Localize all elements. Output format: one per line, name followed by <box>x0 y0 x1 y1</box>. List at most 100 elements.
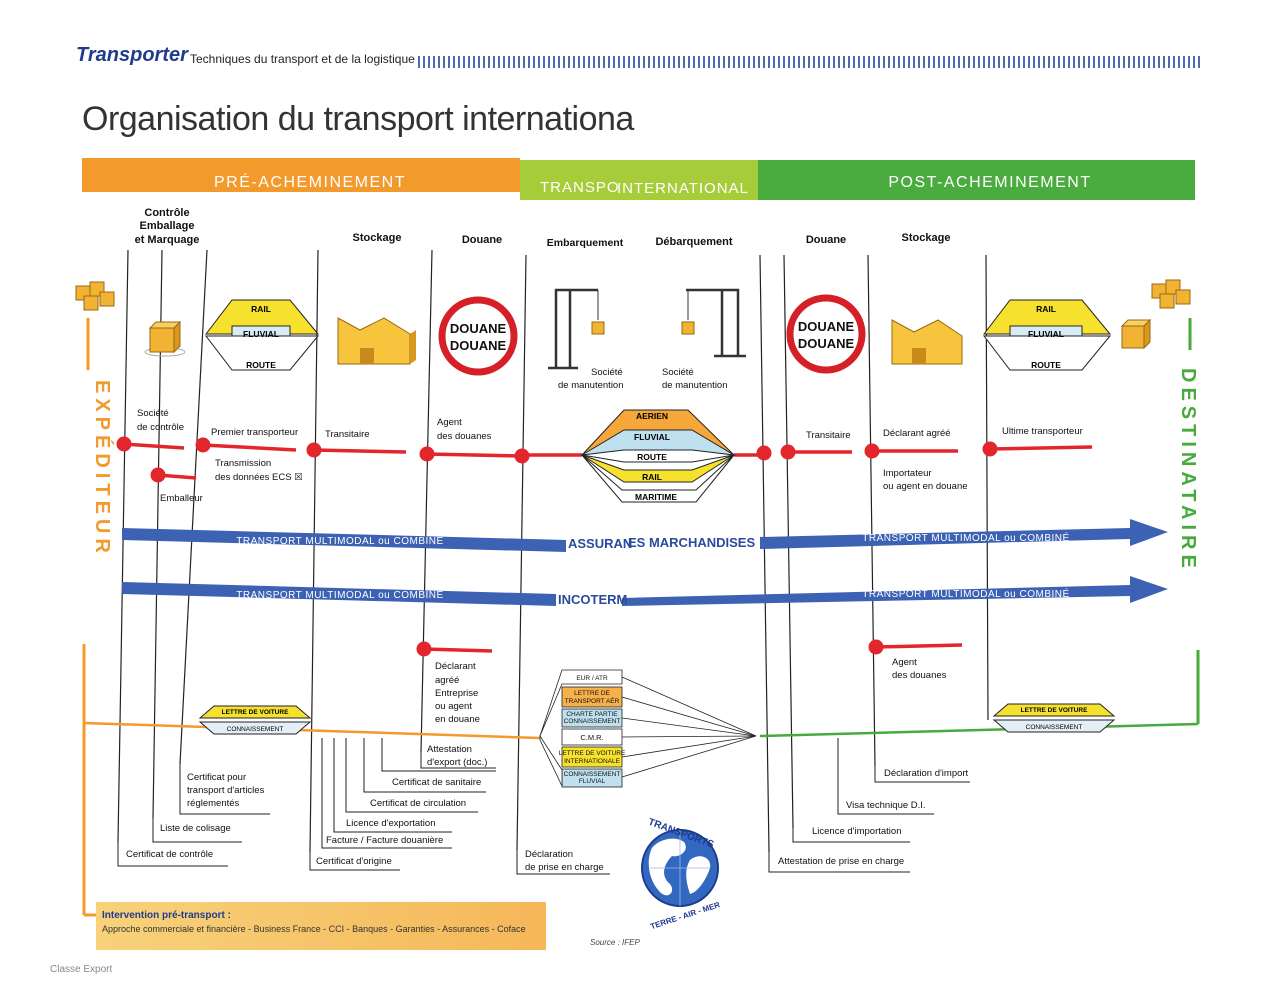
label-societe-controle-1: Société <box>137 408 169 419</box>
label-importateur-2: ou agent en douane <box>883 481 968 492</box>
label-emballeur: Emballeur <box>160 493 203 504</box>
post-acheminement-band <box>758 160 1195 200</box>
page-title: Organisation du transport internationa <box>82 100 634 138</box>
col-debarquement: Débarquement <box>655 236 732 248</box>
label-declarant-export-2: agréé <box>435 675 459 686</box>
col-douane-1: Douane <box>462 234 502 246</box>
column-headings: Contrôle Emballage et Marquage Stockage … <box>135 207 951 249</box>
doc-declaration-import: Déclaration d'import <box>884 768 969 779</box>
handling-labels: Société de manutention Société de manute… <box>558 367 728 391</box>
col-controle-line3: et Marquage <box>135 234 200 246</box>
post-acheminement-label: POST-ACHEMINEMENT <box>888 174 1091 191</box>
dot-premier-transporteur <box>195 437 211 453</box>
handling-right-line2: de manutention <box>662 380 728 391</box>
doc-attestation-export-1: Attestation <box>427 744 472 755</box>
header-decoration <box>418 56 1202 68</box>
incoterms-label: INCOTERM <box>558 592 627 607</box>
documents-pre-labels: Attestation d'export (doc.) Certificat d… <box>126 744 604 873</box>
doc-certificat-articles-1: Certificat pour <box>187 772 246 783</box>
doc-charte-2: CONNAISSEMENT <box>564 718 621 725</box>
pre-acheminement-band <box>82 158 520 192</box>
label-ultime-transporteur: Ultime transporteur <box>1002 426 1083 437</box>
assurances-band: TRANSPORT MULTIMODAL ou COMBINÉ TRANSPOR… <box>122 519 1168 552</box>
douane-sign-right-line1: DOUANE <box>798 319 855 334</box>
label-transmission-1: Transmission <box>215 458 271 469</box>
doc-banner-right: LETTRE DE VOITURE CONNAISSEMENT <box>992 703 1116 733</box>
multimodal-label-4: TRANSPORT MULTIMODAL ou COMBINÉ <box>862 587 1069 600</box>
header-subtitle: Techniques du transport et de la logisti… <box>190 52 415 66</box>
package-icon-right <box>1120 318 1152 350</box>
assurances-label-left: ASSURAN <box>568 536 632 551</box>
national-modes-right: RAIL FLUVIAL ROUTE <box>982 299 1112 371</box>
crane-icon-left <box>548 288 605 370</box>
source-note: Source : IFEP <box>590 938 640 947</box>
doc-cmr: C.M.R. <box>580 733 603 742</box>
col-controle-line2: Emballage <box>139 220 194 232</box>
label-declarant-export-1: Déclarant <box>435 661 476 672</box>
douane-sign-right-line2: DOUANE <box>798 336 855 351</box>
actor-labels: Société de contrôle Emballeur Premier tr… <box>137 408 1083 725</box>
intervention-text: Approche commerciale et financière - Bus… <box>102 924 526 934</box>
dot-transitaire-2 <box>780 444 796 460</box>
doc-charte-1: CHARTE PARTIE <box>566 711 618 718</box>
transport-international-label-right: INTERNATIONAL <box>617 180 749 197</box>
dot-declarant-agree <box>864 443 880 459</box>
doc-certificat-circulation: Certificat de circulation <box>370 798 466 809</box>
dot-agent-douanes-2 <box>868 639 884 655</box>
label-transmission-2: des données ECS ☒ <box>215 472 303 483</box>
intl-mode-maritime: MARITIME <box>635 492 677 502</box>
assurances-label-right: ES MARCHANDISES <box>628 535 755 550</box>
warehouse-icon-right <box>891 319 963 365</box>
brand-logo: Transporter <box>76 44 188 66</box>
label-premier-transporteur: Premier transporteur <box>211 427 298 438</box>
col-douane-2: Douane <box>806 234 846 246</box>
label-declarant-export-5: en douane <box>435 714 480 725</box>
dot-declarant-export <box>416 641 432 657</box>
side-frames: EXPÉDITEUR DESTINATAIRE <box>82 318 1200 917</box>
transport-international-label-left: TRANSPO <box>540 179 620 196</box>
expediteur-label: EXPÉDITEUR <box>91 380 114 558</box>
intervention-title: Intervention pré-transport : <box>102 910 231 921</box>
douane-sign-right: DOUANE DOUANE <box>786 294 866 374</box>
footer-text: Classe Export <box>50 964 113 975</box>
dot-agent-douanes-1 <box>419 446 435 462</box>
col-stockage-2: Stockage <box>902 232 951 244</box>
doc-leaders-post <box>768 738 970 873</box>
doc-lettre-voiture-right: LETTRE DE VOITURE <box>1021 707 1088 714</box>
doc-licence-exportation: Licence d'exportation <box>346 818 436 829</box>
dot-embarquement <box>514 448 530 464</box>
doc-lta-1: LETTRE DE <box>574 690 610 697</box>
douane-sign-left-line2: DOUANE <box>450 338 507 353</box>
doc-certificat-sanitaire: Certificat de sanitaire <box>392 777 481 788</box>
multimodal-label-3: TRANSPORT MULTIMODAL ou COMBINÉ <box>236 588 443 601</box>
parcel-stack-icon-right <box>1151 279 1191 309</box>
multimodal-label-1: TRANSPORT MULTIMODAL ou COMBINÉ <box>236 534 443 547</box>
col-stockage-1: Stockage <box>353 232 402 244</box>
mode-route-right: ROUTE <box>1031 360 1061 370</box>
transport-international-band <box>520 160 760 200</box>
doc-visa-technique: Visa technique D.I. <box>846 800 926 811</box>
doc-lta-2: TRANSPORT AÉR <box>565 696 620 705</box>
actor-lines <box>123 442 1093 653</box>
doc-lettre-voiture-left: LETTRE DE VOITURE <box>222 709 289 716</box>
phase-banner: PRÉ-ACHEMINEMENT TRANSPO INTERNATIONAL P… <box>82 158 1195 200</box>
pre-acheminement-label: PRÉ-ACHEMINEMENT <box>214 172 406 191</box>
doc-certificat-controle: Certificat de contrôle <box>126 849 213 860</box>
national-modes-left: RAIL FLUVIAL ROUTE <box>204 299 320 371</box>
douane-sign-left: DOUANE DOUANE <box>438 296 518 376</box>
doc-certificat-origine: Certificat d'origine <box>316 856 392 867</box>
international-docs-labels: EUR / ATR LETTRE DE TRANSPORT AÉR CHARTE… <box>559 675 626 785</box>
crane-icon-right <box>681 288 746 358</box>
doc-lvi-1: LETTRE DE VOITURE <box>559 750 626 757</box>
intl-mode-aerien: AERIEN <box>636 411 668 421</box>
mode-rail-left: RAIL <box>251 304 271 314</box>
doc-certificat-articles-3: réglementés <box>187 798 240 809</box>
mode-route-left: ROUTE <box>246 360 276 370</box>
package-icon-left <box>144 320 186 357</box>
label-agent-douanes-2a: Agent <box>892 657 917 668</box>
label-agent-douanes-1a: Agent <box>437 417 462 428</box>
douane-sign-left-line1: DOUANE <box>450 321 507 336</box>
label-importateur-1: Importateur <box>883 468 932 479</box>
international-docs-fan <box>539 669 757 788</box>
doc-lvi-2: INTERNATIONALE <box>564 758 621 765</box>
